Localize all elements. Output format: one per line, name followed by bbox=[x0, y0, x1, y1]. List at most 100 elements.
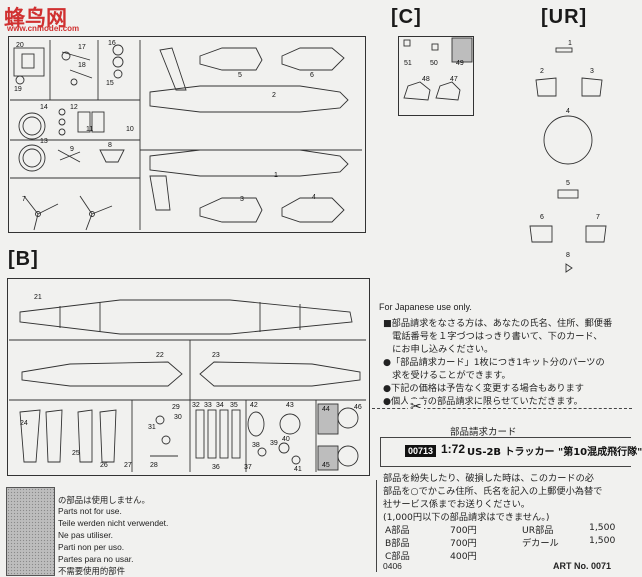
part-b-36: 36 bbox=[212, 464, 220, 471]
part-b-32: 32 bbox=[192, 402, 200, 409]
legend-line-es: Partes para no usar. bbox=[58, 554, 134, 564]
part-b-44: 44 bbox=[322, 406, 330, 413]
price-ur-value: 1,500 bbox=[589, 522, 616, 533]
part-ur-2: 2 bbox=[540, 68, 544, 75]
part-c-49: 49 bbox=[456, 60, 464, 67]
notice-line-6: ●下記の価格は予告なく変更する場合もあります bbox=[383, 383, 584, 394]
part-b-28: 28 bbox=[150, 462, 158, 469]
legend-line-jp: の部品は使用しません。 bbox=[58, 495, 150, 505]
notice-line-3: にお申し込みください。 bbox=[383, 344, 494, 355]
unused-parts-swatch bbox=[6, 487, 55, 576]
price-a-value: 700円 bbox=[450, 525, 477, 536]
part-ur-3: 3 bbox=[590, 68, 594, 75]
part-b-37: 37 bbox=[244, 464, 252, 471]
legend-line-it: Parti non per uso. bbox=[58, 542, 125, 552]
price-b-value: 700円 bbox=[450, 538, 477, 549]
part-b-23: 23 bbox=[212, 352, 220, 359]
kit-scale: 1:72 bbox=[441, 442, 466, 456]
part-b-35: 35 bbox=[230, 402, 238, 409]
part-a-20: 20 bbox=[16, 42, 24, 49]
watermark-url: www.cnmodel.com bbox=[7, 24, 80, 33]
part-ur-8: 8 bbox=[566, 252, 570, 259]
art-number: ART No. 0071 bbox=[553, 561, 612, 571]
legend-line-fr: Ne pas utiliser. bbox=[58, 530, 113, 540]
footer-code: 0406 bbox=[383, 561, 402, 571]
legend-line-cn: 不需要使用的部件 bbox=[58, 566, 125, 576]
price-ur-label: UR部品 bbox=[522, 525, 554, 536]
part-c-50: 50 bbox=[430, 60, 438, 67]
part-b-41: 41 bbox=[294, 466, 302, 473]
part-b-33: 33 bbox=[204, 402, 212, 409]
price-b-label: B部品 bbox=[385, 538, 410, 549]
part-a-19: 19 bbox=[14, 86, 22, 93]
price-decal-value: 1,500 bbox=[589, 535, 616, 546]
part-a-6: 6 bbox=[310, 72, 314, 79]
part-c-51: 51 bbox=[404, 60, 412, 67]
part-b-34: 34 bbox=[216, 402, 224, 409]
notice-line-2: 電話番号を１字づつはっきり書いて、下のカード、 bbox=[383, 331, 603, 342]
part-b-43: 43 bbox=[286, 402, 294, 409]
part-a-14: 14 bbox=[40, 104, 48, 111]
sprue-b-header: [B] bbox=[8, 248, 39, 270]
part-a-16: 16 bbox=[108, 40, 116, 47]
part-a-18: 18 bbox=[78, 62, 86, 69]
cut-line bbox=[372, 408, 632, 409]
part-c-47: 47 bbox=[450, 76, 458, 83]
part-a-1: 1 bbox=[274, 172, 278, 179]
sprue-c-frame bbox=[398, 36, 474, 116]
sprue-drawings bbox=[9, 37, 607, 472]
kit-name: US-2B トラッカー "第10混成飛行隊" bbox=[467, 447, 642, 458]
part-a-8: 8 bbox=[108, 142, 112, 149]
part-b-42: 42 bbox=[250, 402, 258, 409]
order-card-title: 部品請求カード bbox=[450, 427, 517, 438]
card-line-2: 部品を○でかこみ住所、氏名を記入の上郵便小為替で bbox=[383, 486, 603, 497]
part-c-48: 48 bbox=[422, 76, 430, 83]
sprue-a-frame bbox=[8, 36, 366, 233]
part-ur-6: 6 bbox=[540, 214, 544, 221]
legend-line-de: Teile werden nicht verwendet. bbox=[58, 518, 169, 528]
legend-line-en: Parts not for use. bbox=[58, 506, 122, 516]
sprue-b-frame bbox=[7, 278, 370, 476]
watermark-logo: 蜂鸟网 bbox=[4, 7, 67, 30]
card-line-3: 社サービス係までお送りください。 bbox=[383, 499, 530, 510]
notice-line-1: ■部品請求をなさる方は、あなたの氏名、住所、郵便番 bbox=[383, 318, 613, 329]
part-a-10: 10 bbox=[126, 126, 134, 133]
part-a-2: 2 bbox=[272, 92, 276, 99]
part-b-39: 39 bbox=[270, 440, 278, 447]
part-b-25: 25 bbox=[72, 450, 80, 457]
part-a-3: 3 bbox=[240, 196, 244, 203]
part-a-7: 7 bbox=[22, 196, 26, 203]
notice-line-5: 求を受けることができます。 bbox=[383, 370, 511, 381]
notice-line-7: ●個人の方の部品請求に限らせていただきます。 bbox=[383, 396, 583, 407]
part-a-15: 15 bbox=[106, 80, 114, 87]
sprue-ur-header: [UR] bbox=[541, 6, 588, 28]
notice-line-4: ●「部品請求カード」1枚につき1キット分のパーツの bbox=[383, 357, 605, 368]
part-b-45: 45 bbox=[322, 462, 330, 469]
part-ur-1: 1 bbox=[568, 40, 572, 47]
part-ur-5: 5 bbox=[566, 180, 570, 187]
part-b-46: 46 bbox=[354, 404, 362, 411]
part-a-4: 4 bbox=[312, 194, 316, 201]
part-a-5: 5 bbox=[238, 72, 242, 79]
part-a-13: 13 bbox=[40, 138, 48, 145]
part-a-11: 11 bbox=[86, 126, 94, 133]
part-b-30: 30 bbox=[174, 414, 182, 421]
card-line-4: (1,000円以下の部品請求はできません。) bbox=[383, 512, 550, 523]
part-ur-4: 4 bbox=[566, 108, 570, 115]
sprue-c-header: [C] bbox=[391, 6, 422, 28]
price-decal-label: デカール bbox=[522, 538, 559, 549]
part-ur-7: 7 bbox=[596, 214, 600, 221]
japanese-use-title: For Japanese use only. bbox=[379, 302, 472, 312]
part-b-38: 38 bbox=[252, 442, 260, 449]
price-c-label: C部品 bbox=[385, 551, 410, 562]
card-left-border bbox=[376, 480, 377, 572]
order-card-header-box bbox=[380, 437, 631, 467]
part-b-24: 24 bbox=[20, 420, 28, 427]
part-b-22: 22 bbox=[156, 352, 164, 359]
part-b-40: 40 bbox=[282, 436, 290, 443]
price-a-label: A部品 bbox=[385, 525, 410, 536]
part-b-31: 31 bbox=[148, 424, 156, 431]
part-a-9: 9 bbox=[70, 146, 74, 153]
scissors-icon: ✂ bbox=[408, 399, 424, 415]
part-a-17: 17 bbox=[78, 44, 86, 51]
